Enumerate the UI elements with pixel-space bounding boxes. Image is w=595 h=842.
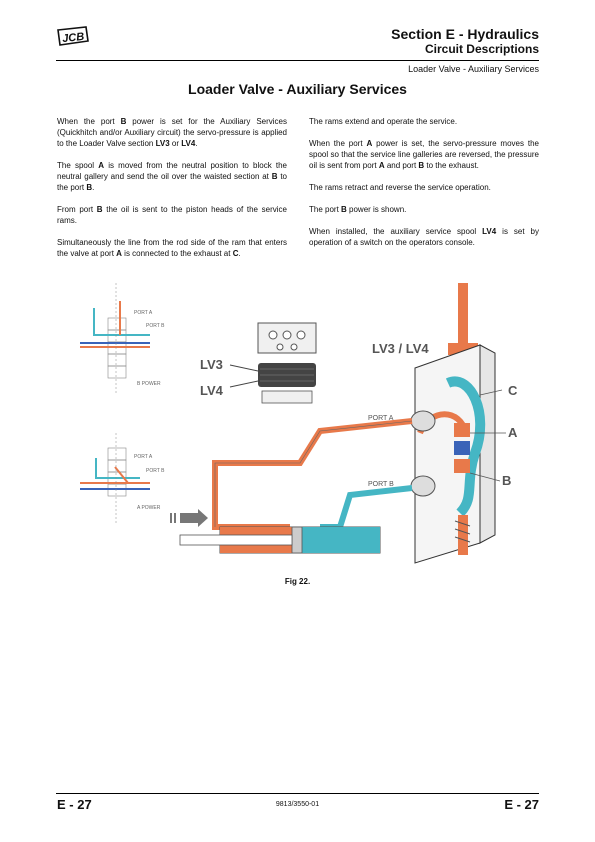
label-lv3: LV3 (200, 357, 223, 372)
section-subtitle: Circuit Descriptions (424, 42, 539, 56)
logo-text: JCB (62, 31, 85, 45)
schematic-a-power-label: A POWER (137, 505, 161, 511)
label-b: B (502, 473, 511, 488)
paragraph: The rams extend and operate the service. (309, 117, 458, 126)
label-lv3-lv4: LV3 / LV4 (372, 341, 429, 356)
figure-caption: Fig 22. (284, 577, 311, 586)
paragraph: The rams retract and reverse the service… (309, 183, 491, 192)
paragraph: From port B the oil is sent to the pisto… (57, 205, 287, 225)
paragraph: When installed, the auxiliary service sp… (309, 227, 539, 247)
schematic-b-port-b: PORT B (146, 323, 165, 329)
label-port-a: PORT A (368, 415, 394, 422)
paragraph: When the port B power is set for the Aux… (57, 117, 287, 148)
left-column: When the port B power is set for the Aux… (57, 116, 287, 270)
page-title: Loader Valve - Auxiliary Services (188, 81, 407, 97)
schematic-b-power-label: B POWER (137, 381, 161, 387)
section-title: Section E - Hydraulics (391, 26, 539, 42)
paragraph: When the port A power is set, the servo-… (309, 139, 539, 170)
label-c: C (508, 383, 518, 398)
paragraph: The port B power is shown. (309, 205, 407, 214)
document-number: 9813/3550-01 (275, 801, 320, 808)
service-ram (170, 509, 381, 554)
schematic-a-power: PORT A PORT B A POWER (80, 433, 165, 523)
page-number-left: E - 27 (57, 797, 92, 812)
right-column: The rams extend and operate the service.… (309, 116, 539, 259)
footer-divider (56, 793, 539, 794)
label-lv4: LV4 (200, 383, 224, 398)
page-number-right: E - 27 (504, 797, 539, 812)
valve-block-illustration: LV3 LV4 (200, 322, 317, 404)
main-valve-section: LV3 / LV4 PORT A PORT B C A B (368, 283, 518, 564)
hydraulic-figure: PORT A PORT B B POWER PORT A PORT B A PO… (70, 283, 550, 568)
label-port-b: PORT B (368, 481, 394, 488)
label-a: A (508, 425, 518, 440)
schematic-a-port-b: PORT B (146, 468, 165, 474)
schematic-b-port-a: PORT A (134, 310, 153, 316)
breadcrumb: Loader Valve - Auxiliary Services (408, 64, 539, 74)
paragraph: Simultaneously the line from the rod sid… (57, 238, 287, 258)
header-divider (56, 60, 539, 61)
service-lines (212, 418, 413, 530)
paragraph: The spool A is moved from the neutral po… (57, 161, 288, 192)
jcb-logo: JCB (57, 26, 89, 46)
schematic-a-port-a: PORT A (134, 454, 153, 460)
schematic-b-power: PORT A PORT B B POWER (80, 283, 165, 393)
